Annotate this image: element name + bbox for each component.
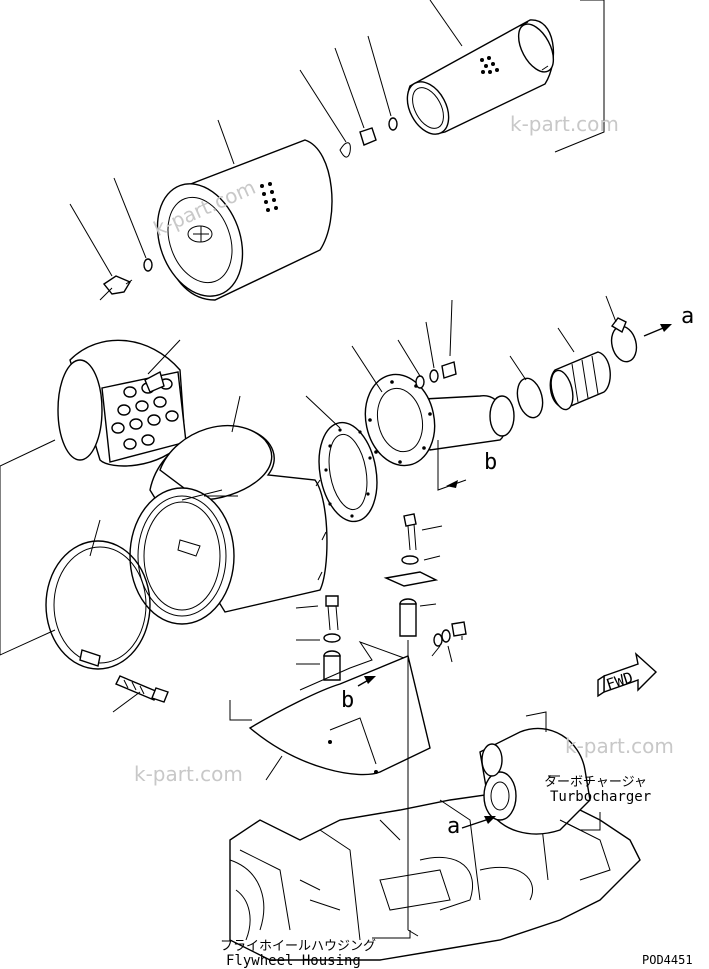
outlet-elbow <box>364 373 515 467</box>
leader-wingnut <box>69 203 113 277</box>
air-cleaner-body <box>129 424 328 625</box>
leader-outer-element <box>429 0 463 47</box>
flywheel-label-en: Flywheel Housing <box>226 953 361 969</box>
leader-inner-element <box>217 119 235 165</box>
leader-flywheel <box>372 930 411 939</box>
leader-clip <box>299 69 347 143</box>
nut-washer-top <box>339 117 398 158</box>
clamp-band <box>45 540 151 670</box>
fwd-arrow <box>597 652 658 698</box>
leader-clamp <box>89 519 101 557</box>
leader-gasket <box>305 395 341 429</box>
bracket-tray <box>229 700 252 721</box>
leader-washer <box>367 35 392 117</box>
drawing-code: POD4451 <box>642 953 693 967</box>
bracket-left <box>0 439 56 656</box>
callout-a-bottom: a <box>447 814 461 839</box>
turbocharger <box>479 711 601 835</box>
leader-tray <box>265 755 283 781</box>
wingnut-washer <box>99 258 153 301</box>
turbocharger-label-jp: ターボチャージャ <box>544 775 647 790</box>
support-tray <box>248 641 431 776</box>
outer-element-top <box>406 19 555 135</box>
leader-washer-left <box>113 177 147 259</box>
watermark: k-part.com <box>134 762 243 786</box>
inner-element <box>156 139 333 301</box>
clamp-bolt <box>115 675 169 703</box>
leader-body <box>231 395 241 433</box>
flywheel-label-jp: フライホイールハウジング <box>220 939 377 954</box>
callout-b-bracket: b <box>341 688 355 713</box>
callout-b-right: b <box>484 450 498 475</box>
leader-elbow <box>351 345 383 393</box>
turbocharger-label-en: Turbocharger <box>550 789 652 805</box>
watermark: k-part.com <box>510 112 619 136</box>
watermark: k-part.com <box>565 734 674 758</box>
bracket-top-right <box>554 0 605 153</box>
leader-nut <box>334 47 365 129</box>
leader-clamp-bolt <box>112 691 141 713</box>
gasket <box>318 421 378 523</box>
leaders-nut-washers <box>397 299 453 377</box>
leaders-hose <box>509 295 617 381</box>
callout-a-top: a <box>681 304 695 329</box>
dust-cover <box>57 339 187 467</box>
leaders-bolts <box>295 525 463 665</box>
nut-washers-elbow <box>415 361 457 389</box>
leader-dust-cover <box>147 339 181 375</box>
hose-assembly <box>516 317 638 419</box>
